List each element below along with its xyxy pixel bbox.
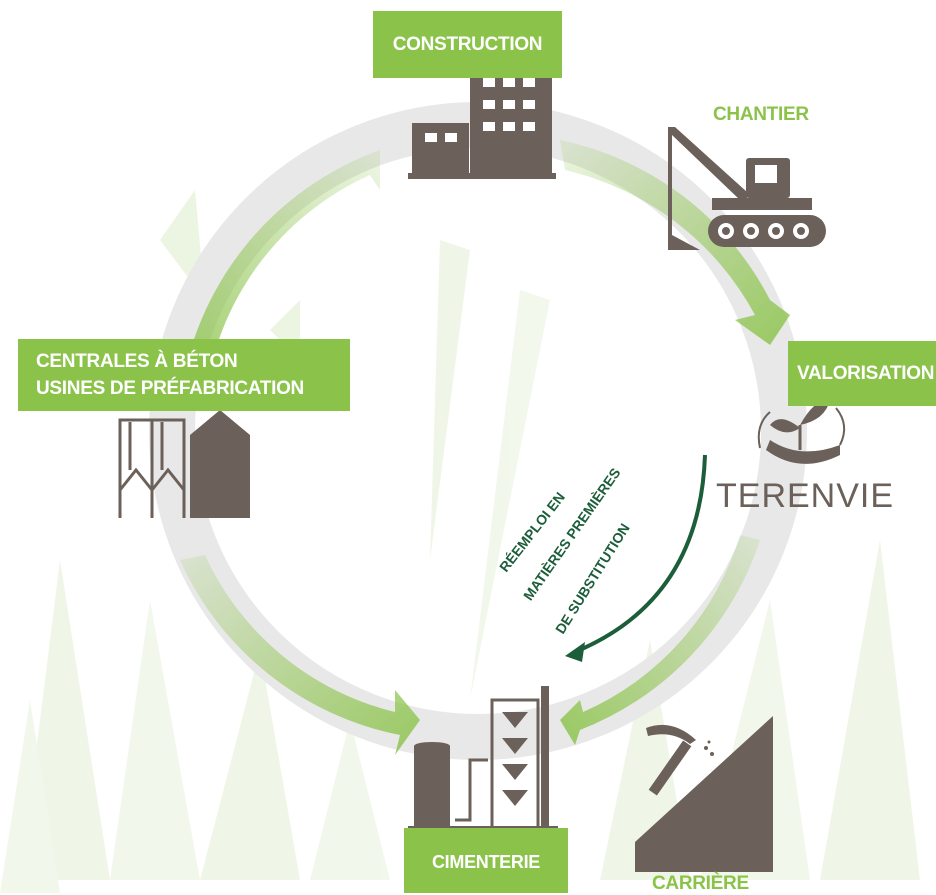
building-icon <box>408 64 556 179</box>
terenvie-brand: TERENVIE <box>716 477 895 515</box>
reuse-arrowhead <box>565 642 585 662</box>
arrow-right-bottom <box>560 535 760 745</box>
centrales-line2: USINES DE PRÉFABRICATION <box>36 378 304 399</box>
silo-icon <box>118 418 186 518</box>
excavator-icon <box>668 127 826 250</box>
construction-label: CONSTRUCTION <box>373 11 562 78</box>
arrow-left-bottom <box>180 555 420 755</box>
centrales-line1: CENTRALES À BÉTON <box>36 351 238 372</box>
quarry-pickaxe-icon <box>635 716 773 872</box>
cimenterie-label: CIMENTERIE <box>404 828 568 893</box>
carriere-label: CARRIÈRE <box>652 873 749 894</box>
chantier-label: CHANTIER <box>713 104 809 125</box>
centrales-label: CENTRALES À BÉTON USINES DE PRÉFABRICATI… <box>18 339 350 411</box>
reuse-arrow <box>574 454 707 654</box>
cement-plant-icon <box>408 686 558 830</box>
silo-building <box>190 410 250 518</box>
arrow-top-right <box>560 140 790 345</box>
valorisation-label: VALORISATION <box>788 341 936 406</box>
plant-recycle-icon <box>757 399 846 464</box>
